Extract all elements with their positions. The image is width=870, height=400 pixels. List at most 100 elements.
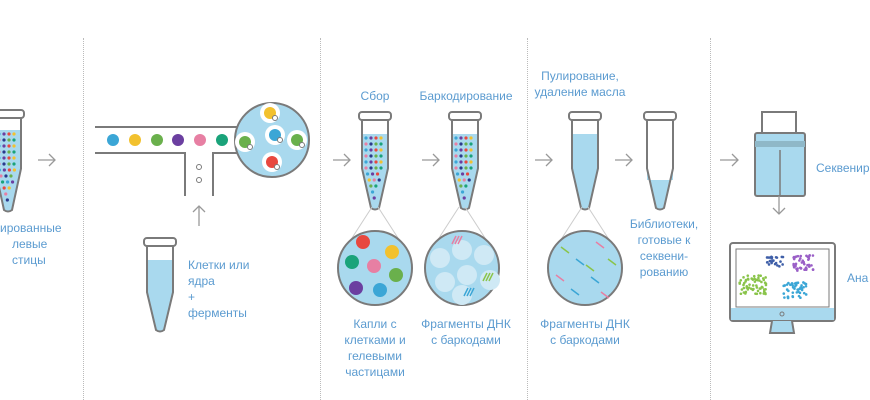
cluster-point — [765, 261, 769, 264]
cluster-point — [770, 255, 773, 259]
cluster-point — [762, 292, 766, 295]
cluster-point — [811, 254, 815, 257]
pooled-fragments-zoom — [547, 230, 623, 306]
bead — [462, 178, 466, 182]
cluster-point — [751, 288, 755, 292]
bead — [379, 154, 383, 158]
gel-bead — [151, 134, 163, 146]
cluster-point — [754, 278, 758, 281]
bead — [464, 154, 468, 158]
bead — [5, 198, 9, 202]
barcode-tube-liquid — [452, 134, 478, 210]
cluster-point — [807, 258, 810, 261]
barcode-tube — [451, 120, 479, 211]
bead — [459, 184, 463, 188]
bead — [9, 174, 13, 178]
gel-bead-tube-cap — [0, 109, 25, 119]
label-line: Фрагменты ДНК — [540, 317, 630, 331]
label-line: Капли с — [353, 317, 397, 331]
droplet — [430, 248, 450, 268]
barcode-tube-cap — [448, 111, 482, 121]
dna-fragment — [454, 235, 460, 245]
cluster-point — [791, 295, 795, 299]
gel-bead — [194, 134, 206, 146]
title-line: Пулирование, — [541, 69, 619, 83]
label-line: + — [188, 290, 196, 304]
bead — [369, 160, 373, 164]
library-tube-cap — [643, 111, 677, 121]
cluster-point — [798, 257, 802, 260]
bead — [367, 178, 371, 182]
divider — [83, 38, 84, 400]
arrow-head-icon — [432, 153, 440, 167]
bead — [457, 178, 461, 182]
bead — [0, 162, 1, 166]
cluster-point — [800, 284, 803, 287]
gel-bead — [216, 134, 228, 146]
cluster-point — [796, 267, 799, 270]
bead — [455, 172, 460, 176]
cluster-point — [757, 274, 760, 277]
cluster-point — [745, 286, 749, 289]
cluster-point — [811, 268, 815, 271]
cluster-point — [751, 284, 755, 287]
label-line: клетками и — [344, 333, 406, 347]
bead — [374, 184, 378, 188]
collect-tube-liquid — [362, 134, 388, 210]
bead — [370, 172, 375, 176]
bead — [2, 168, 6, 172]
label-line: Фрагменты ДНК — [421, 317, 511, 331]
bead — [372, 196, 376, 200]
cluster-point — [799, 267, 803, 270]
cluster-point — [804, 282, 808, 286]
label-line: ферменты — [188, 306, 247, 320]
cluster-point — [746, 274, 750, 277]
cluster-point — [752, 274, 756, 278]
cluster-point — [797, 290, 800, 294]
arrow-head-icon — [625, 153, 633, 167]
bead — [7, 168, 11, 172]
bead — [0, 180, 5, 184]
bead — [464, 142, 468, 146]
arrow-head-icon — [731, 153, 739, 167]
bead — [12, 150, 16, 154]
cluster-point — [739, 278, 743, 282]
bead — [12, 168, 16, 172]
cluster-point — [755, 284, 758, 287]
bead — [0, 150, 1, 154]
monitor-stand — [768, 320, 796, 334]
cluster-point — [786, 295, 790, 299]
dna-fragment — [575, 258, 585, 266]
bead — [7, 186, 11, 190]
bead — [364, 136, 368, 140]
dna-fragment — [463, 287, 469, 297]
cells-label: Клетки или ядра + ферменты — [188, 257, 249, 321]
cluster-point — [782, 284, 785, 288]
label-line: с баркодами — [550, 333, 620, 347]
cluster-point — [779, 260, 782, 263]
bead — [379, 166, 383, 170]
bead — [7, 138, 11, 142]
cluster-point — [755, 292, 759, 296]
cluster-point — [808, 254, 812, 257]
cluster-point — [759, 291, 762, 295]
droplet-bead — [345, 255, 359, 269]
bead — [364, 142, 368, 146]
bead — [464, 184, 468, 188]
bead — [2, 156, 6, 160]
cluster-point — [768, 259, 772, 263]
bead — [464, 136, 468, 140]
label-line: Библиотеки, — [629, 217, 699, 231]
gel-bead — [172, 134, 184, 146]
collect-title: Сбор — [360, 89, 390, 103]
droplet-bead — [367, 259, 381, 273]
bead — [369, 136, 373, 140]
divider — [320, 38, 321, 400]
bead — [364, 166, 368, 170]
cluster-point — [805, 267, 808, 270]
bead — [375, 172, 380, 176]
cluster-point — [807, 263, 811, 267]
bead — [465, 172, 470, 176]
cluster-point — [783, 296, 786, 299]
dna-fragment — [469, 287, 475, 297]
